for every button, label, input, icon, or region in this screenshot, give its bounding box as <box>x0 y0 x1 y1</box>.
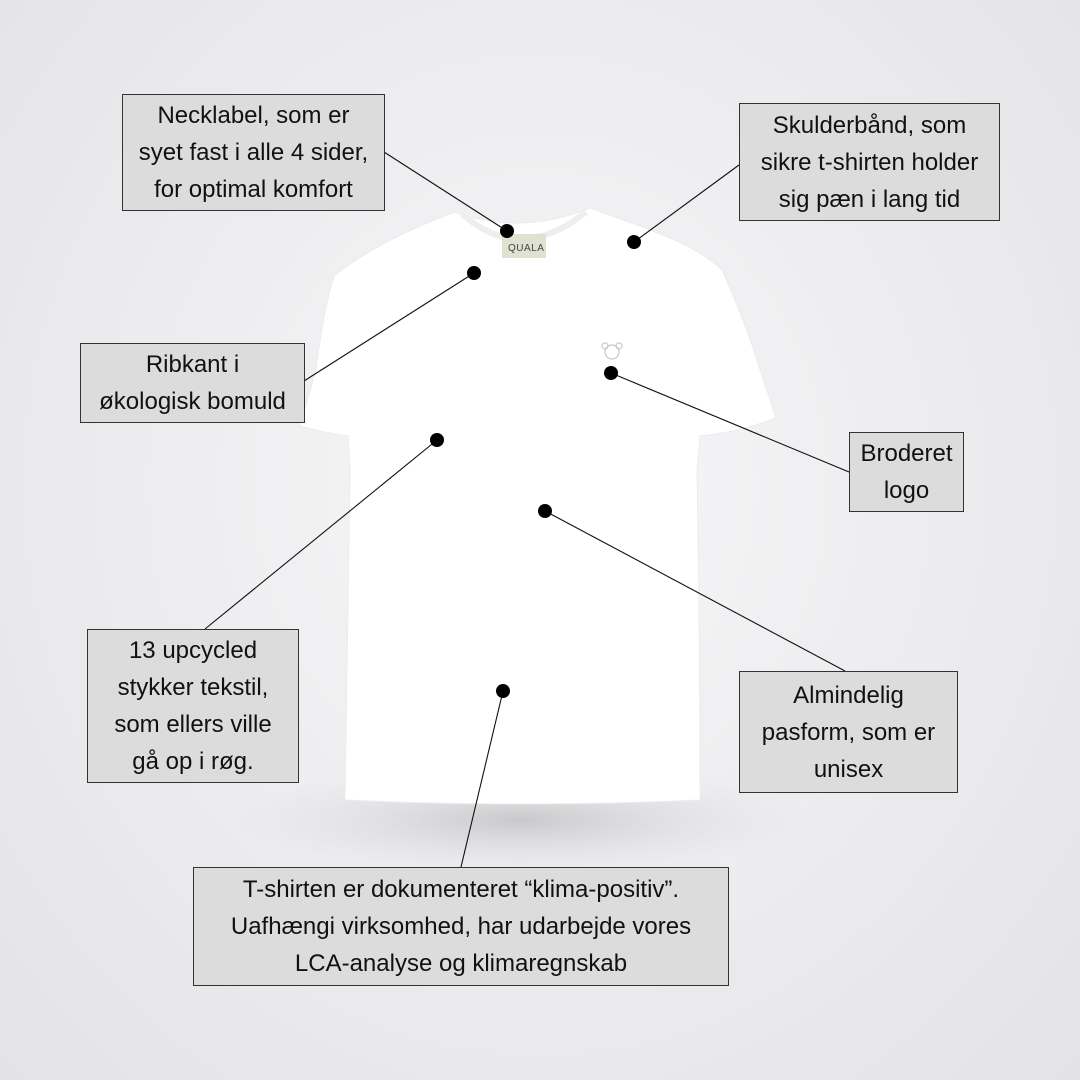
tshirt <box>299 207 777 805</box>
callout-line: sikre t-shirten holder <box>760 148 979 176</box>
callout-line: LCA-analyse og klimaregnskab <box>294 950 628 977</box>
callout-line: 13 upcycled <box>128 637 258 664</box>
callout-line: logo <box>883 477 930 504</box>
callout-lines <box>204 151 850 868</box>
callout-line: sig pæn i lang tid <box>778 185 961 213</box>
callout-line: Broderet <box>860 440 953 467</box>
callout-line: Skulderbånd, som <box>772 111 967 139</box>
callout-line: pasform, som er <box>761 718 936 746</box>
callout-pasform: Almindelig pasform, som er unisex <box>739 671 958 793</box>
callout-line: Uafhængi virksomhed, har udarbejde vores <box>230 913 692 940</box>
callout-skulderband: Skulderbånd, som sikre t-shirten holder … <box>739 103 1000 221</box>
callout-line: stykker tekstil, <box>117 674 269 701</box>
callout-klima: T-shirten er dokumenteret “klima-positiv… <box>193 867 729 986</box>
callout-ribkant: Ribkant i økologisk bomuld <box>80 343 305 423</box>
callout-line: Ribkant i <box>145 351 240 378</box>
callout-line: økologisk bomuld <box>99 388 286 415</box>
callout-line: syet fast i alle 4 sider, <box>138 139 369 166</box>
neck-label <box>502 234 546 258</box>
callout-line: Necklabel, som er <box>157 102 350 129</box>
neck-label-text: QUALA <box>508 243 545 254</box>
callout-line: gå op i røg. <box>132 748 254 775</box>
callout-line: unisex <box>813 755 884 783</box>
callout-line: som ellers ville <box>114 711 272 738</box>
callout-dots <box>430 224 641 698</box>
bear-logo-icon <box>601 342 623 360</box>
callout-line: T-shirten er dokumenteret “klima-positiv… <box>242 876 680 903</box>
callout-necklabel: Necklabel, som er syet fast i alle 4 sid… <box>122 94 385 211</box>
callout-line: Almindelig <box>793 681 904 709</box>
callout-logo: Broderet logo <box>849 432 964 512</box>
callout-line: for optimal komfort <box>154 176 353 203</box>
callout-upcycled: 13 upcycled stykker tekstil, som ellers … <box>87 629 299 783</box>
